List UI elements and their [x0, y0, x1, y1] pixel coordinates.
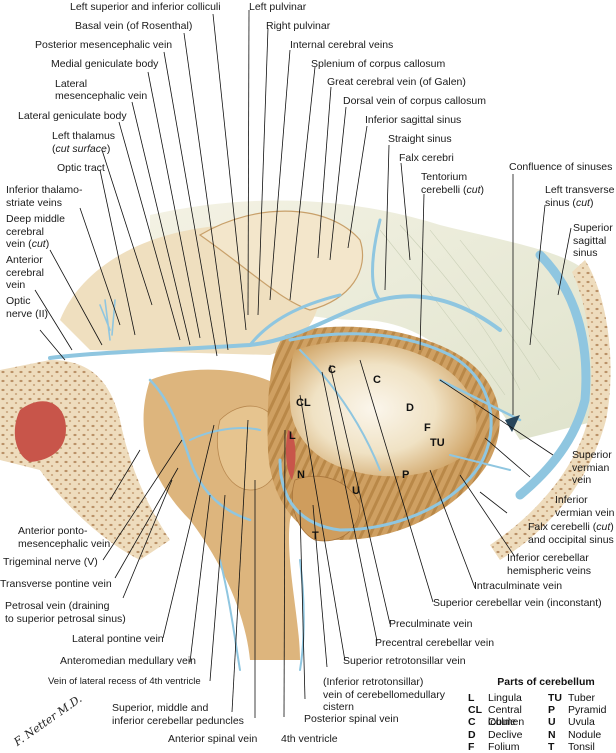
superior-sagittal-sinus: [515, 250, 591, 500]
choroid-plexus: [285, 430, 296, 480]
label-great-cerebral-vein: Great cerebral vein (of Galen): [327, 76, 466, 88]
marker-uvula: U: [352, 485, 360, 497]
label-falx-cerebri: Falx cerebri: [399, 152, 454, 164]
label-left-pulvinar: Left pulvinar: [249, 1, 307, 13]
marker-nodule: N: [297, 469, 305, 481]
marker-culmen-1: C: [328, 364, 336, 376]
label-lateral-pontine-vein: Lateral pontine vein: [72, 633, 164, 645]
label-inferior-thalamostriate-veins: Inferior thalamo-striate veins: [6, 184, 83, 209]
label-medial-geniculate-body: Medial geniculate body: [51, 58, 159, 70]
thalamus: [60, 210, 364, 355]
label-preculminate-vein: Preculminate vein: [389, 618, 473, 630]
marker-declive: D: [406, 402, 414, 414]
label-superior-cerebellar-vein: Superior cerebellar vein (inconstant): [433, 597, 602, 609]
label-basal-vein: Basal vein (of Rosenthal): [75, 20, 193, 32]
occipital-bone: [490, 260, 611, 560]
clivus-bone: [0, 360, 170, 560]
label-transverse-pontine-vein: Transverse pontine vein: [0, 578, 112, 590]
label-posterior-mesencephalic-vein: Posterior mesencephalic vein: [35, 39, 173, 51]
label-falx-cerebelli: Falx cerebelli (cut)and occipital sinus: [528, 521, 614, 546]
marker-pyramid: P: [402, 469, 410, 481]
label-posterior-spinal-vein: Posterior spinal vein: [304, 713, 399, 725]
label-confluence-of-sinuses: Confluence of sinuses: [509, 161, 613, 173]
label-optic-tract: Optic tract: [57, 162, 105, 174]
marker-tonsil: T: [312, 530, 319, 542]
label-anteromedian-medullary-vein: Anteromedian medullary vein: [60, 655, 196, 667]
marker-tuber: TU: [430, 437, 445, 449]
veins: [48, 218, 522, 671]
label-right-pulvinar: Right pulvinar: [266, 20, 331, 32]
marker-lingula: L: [289, 430, 296, 442]
label-4th-ventricle: 4th ventricle: [281, 733, 338, 745]
label-superior-retrotonsillar-vein: Superior retrotonsillar vein: [343, 655, 466, 667]
label-precentral-cerebellar-vein: Precentral cerebellar vein: [375, 637, 495, 649]
label-dorsal-vein-corpus-callosum: Dorsal vein of corpus callosum: [343, 95, 486, 107]
label-intraculminate-vein: Intraculminate vein: [474, 580, 563, 592]
label-left-colliculi: Left superior and inferior colliculi: [70, 1, 221, 13]
label-internal-cerebral-veins: Internal cerebral veins: [290, 39, 394, 51]
label-inferior-sagittal-sinus: Inferior sagittal sinus: [365, 114, 462, 126]
marker-central-lobule: CL: [296, 397, 311, 409]
marker-culmen-2: C: [373, 374, 381, 386]
legend-title: Parts of cerebellum: [497, 676, 595, 688]
leader-lines: [34, 9, 572, 718]
label-lateral-geniculate-body: Lateral geniculate body: [18, 110, 127, 122]
label-trigeminal-nerve: Trigeminal nerve (V): [3, 556, 98, 568]
label-anterior-pontomesencephalic-vein: Anterior ponto-mesencephalic vein: [18, 525, 111, 550]
label-inferior-retrotonsillar-vein: (Inferior retrotonsillar)vein of cerebel…: [323, 676, 445, 713]
marker-folium: F: [424, 422, 431, 434]
confluence-of-sinuses: [505, 415, 520, 432]
label-straight-sinus: Straight sinus: [388, 133, 452, 145]
label-left-thalamus: Left thalamus(cut surface): [52, 130, 116, 155]
label-lateral-mesencephalic-1: Lateral: [55, 78, 88, 90]
sphenoid-sinus: [14, 401, 66, 462]
label-vein-lateral-recess: Vein of lateral recess of 4th ventricle: [48, 676, 201, 687]
label-anterior-spinal-vein: Anterior spinal vein: [168, 733, 258, 745]
label-lateral-mesencephalic-2: mesencephalic vein: [55, 90, 148, 102]
label-splenium: Splenium of corpus callosum: [311, 58, 446, 70]
tonsil: [291, 475, 361, 542]
